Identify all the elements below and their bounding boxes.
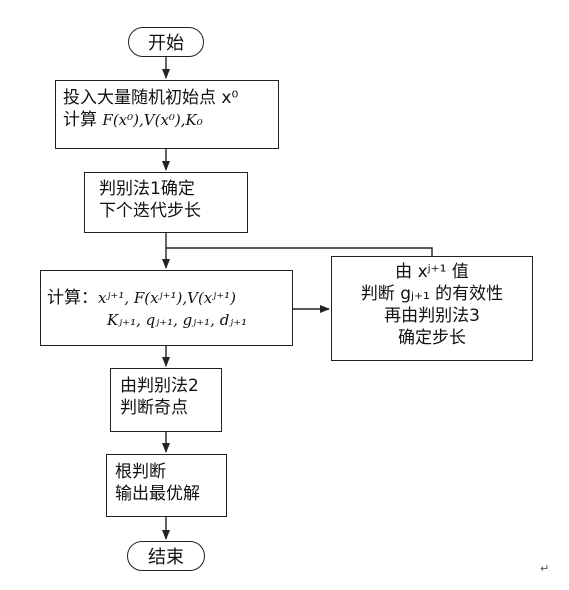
compute-label: 计算： <box>47 288 98 308</box>
output-box: 根判断 输出最优解 <box>106 454 227 517</box>
init-step-line1: 投入大量随机初始点 x⁰ <box>63 88 239 108</box>
loop-back-line <box>166 247 433 256</box>
init-step-compute-label: 计算 <box>63 110 97 130</box>
singular-line2: 判断奇点 <box>120 398 188 418</box>
start-label: 开始 <box>148 33 184 54</box>
singular-box: 由判别法2 判断奇点 <box>110 368 222 432</box>
validity-line3: 再由判别法3 <box>384 306 480 326</box>
init-step-formula: F(x⁰),V(x⁰),K₀ <box>102 111 203 129</box>
validity-line2: 判断 gⱼ₊₁ 的有效性 <box>360 284 504 304</box>
compute-formula-2: Kⱼ₊₁, qⱼ₊₁, gⱼ₊₁, dⱼ₊₁ <box>107 311 248 329</box>
compute-box: 计算：xʲ⁺¹, F(xʲ⁺¹),V(xʲ⁺¹) Kⱼ₊₁, qⱼ₊₁, gⱼ₊… <box>40 270 293 346</box>
validity-line4: 确定步长 <box>398 328 466 348</box>
start-terminal: 开始 <box>128 27 204 57</box>
stepsize-line1: 判别法1确定 <box>99 179 195 199</box>
compute-line2: Kⱼ₊₁, qⱼ₊₁, gⱼ₊₁, dⱼ₊₁ <box>47 309 292 331</box>
paragraph-mark: ↵ <box>540 562 549 575</box>
stepsize-box: 判别法1确定 下个迭代步长 <box>84 172 248 233</box>
output-line1: 根判断 <box>115 462 166 482</box>
end-terminal: 结束 <box>127 541 205 571</box>
compute-line1: 计算：xʲ⁺¹, F(xʲ⁺¹),V(xʲ⁺¹) <box>47 287 292 309</box>
init-step-box: 投入大量随机初始点 x⁰ 计算 F(x⁰),V(x⁰),K₀ <box>55 80 279 149</box>
validity-box: 由 xʲ⁺¹ 值 判断 gⱼ₊₁ 的有效性 再由判别法3 确定步长 <box>331 256 533 361</box>
validity-line1: 由 xʲ⁺¹ 值 <box>395 262 469 282</box>
end-label: 结束 <box>148 547 184 568</box>
singular-line1: 由判别法2 <box>120 376 199 396</box>
compute-formula-1: xʲ⁺¹, F(xʲ⁺¹),V(xʲ⁺¹) <box>98 289 237 307</box>
stepsize-line2: 下个迭代步长 <box>99 201 201 221</box>
output-line2: 输出最优解 <box>115 484 200 504</box>
init-step-line2: 计算 F(x⁰),V(x⁰),K₀ <box>63 109 278 131</box>
